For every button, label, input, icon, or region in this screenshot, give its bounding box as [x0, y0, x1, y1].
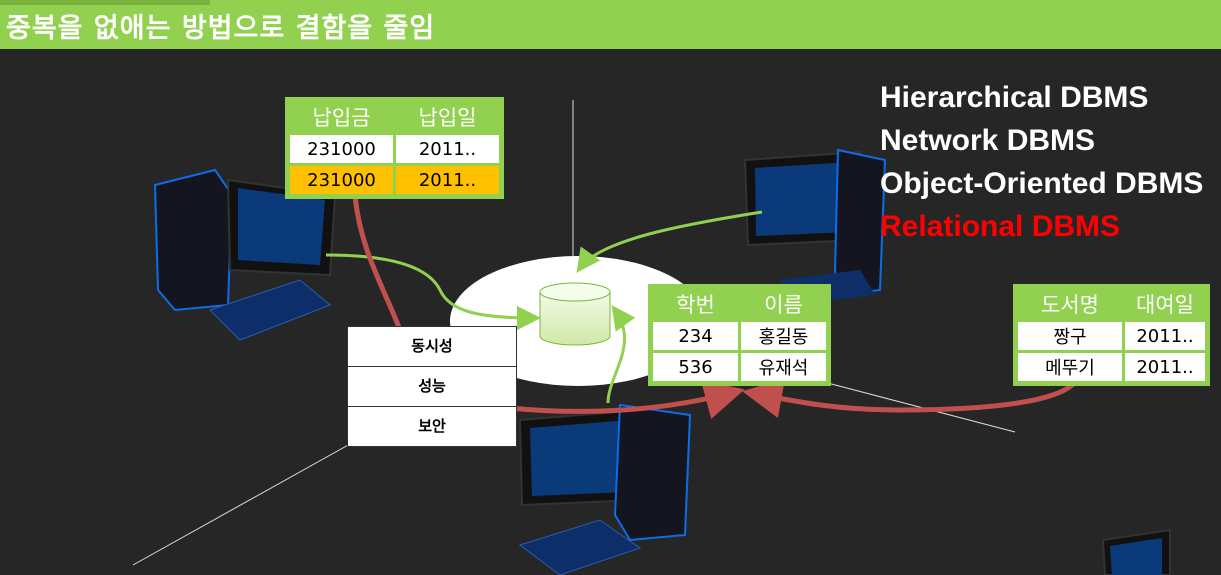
- dbms-list: Hierarchical DBMS Network DBMS Object-Or…: [880, 76, 1203, 248]
- table-header: 납입금: [290, 102, 393, 132]
- red-arrow: [509, 380, 745, 420]
- table-header: 이름: [741, 289, 826, 319]
- slide-title: 중복을 없애는 방법으로 결함을 줄임: [6, 13, 436, 44]
- table-cell: 536: [653, 353, 738, 381]
- dbms-item: Hierarchical DBMS: [880, 81, 1149, 114]
- book-table: 도서명 대여일 짱구 2011.. 메뚜기 2011..: [1013, 284, 1210, 386]
- guide-line: [132, 443, 351, 566]
- computer-icon: [1101, 528, 1171, 575]
- table-header: 도서명: [1018, 289, 1122, 319]
- green-arrow: [576, 210, 763, 273]
- student-table: 학번 이름 234 홍길동 536 유재석: [648, 284, 831, 386]
- table-cell: 짱구: [1018, 322, 1122, 350]
- computer-icon: [153, 168, 337, 341]
- guide-line: [819, 380, 1016, 433]
- table-cell: 234: [653, 322, 738, 350]
- table-cell: 홍길동: [741, 322, 826, 350]
- header-tab: [0, 0, 210, 5]
- table-header: 학번: [653, 289, 738, 319]
- red-arrow: [742, 378, 1077, 419]
- feature-item: 동시성: [348, 327, 516, 367]
- computer-icon: [518, 403, 692, 575]
- table-cell-highlighted: 231000: [290, 166, 393, 194]
- feature-item: 보안: [418, 417, 446, 435]
- table-cell: 231000: [290, 135, 393, 163]
- feature-item: 성능: [348, 367, 516, 407]
- table-cell: 2011..: [1125, 322, 1205, 350]
- dbms-item: Network DBMS: [880, 124, 1096, 157]
- table-cell-highlighted: 2011..: [396, 166, 499, 194]
- table-cell: 2011..: [1125, 353, 1205, 381]
- red-arrow: [352, 194, 403, 331]
- features-box: 동시성 성능 보안: [347, 326, 517, 447]
- dbms-item-highlighted: Relational DBMS: [880, 210, 1121, 243]
- database-icon: [539, 282, 611, 346]
- green-arrow: [325, 253, 541, 330]
- table-cell: 유재석: [741, 353, 826, 381]
- header-bar: 중복을 없애는 방법으로 결함을 줄임: [0, 0, 1221, 49]
- table-cell: 메뚜기: [1018, 353, 1122, 381]
- payment-table: 납입금 납입일 231000 2011.. 231000 2011..: [285, 97, 504, 199]
- table-cell: 2011..: [396, 135, 499, 163]
- green-arrow: [606, 305, 636, 404]
- table-header: 납입일: [396, 102, 499, 132]
- table-header: 대여일: [1125, 289, 1205, 319]
- computer-icon: [743, 148, 887, 305]
- dbms-item: Object-Oriented DBMS: [880, 167, 1204, 200]
